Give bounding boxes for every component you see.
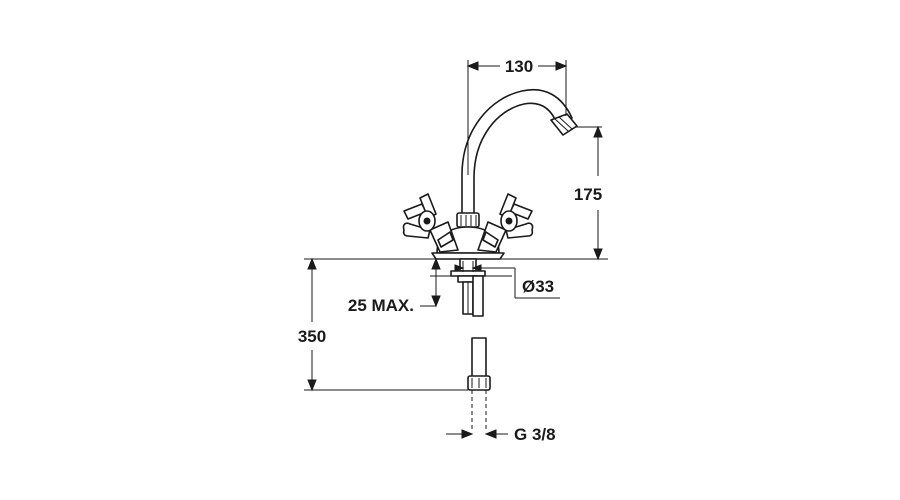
fixing-assembly (450, 258, 486, 317)
label-spout-reach: 130 (505, 57, 533, 76)
dimension-max-deck-thickness: 25 MAX. (348, 257, 441, 315)
dimension-spout-height: 175 (515, 125, 608, 261)
dimension-hose-length: 350 (298, 257, 468, 392)
dimension-hole-diameter: Ø33 (454, 261, 560, 299)
dimension-spout-reach: 130 (466, 57, 568, 175)
dimension-connection-thread: G 3/8 (446, 425, 556, 444)
label-hose-length: 350 (298, 327, 326, 346)
label-hole-diameter: Ø33 (522, 277, 554, 296)
base-plate (431, 252, 505, 260)
aerator (550, 113, 578, 136)
flexible-hose (467, 337, 491, 432)
spout (461, 89, 578, 215)
label-connection-thread: G 3/8 (514, 425, 556, 444)
label-spout-height: 175 (574, 185, 602, 204)
left-cross-handle (402, 193, 459, 253)
label-max-deck-thickness: 25 MAX. (348, 296, 414, 315)
right-cross-handle (477, 193, 534, 253)
